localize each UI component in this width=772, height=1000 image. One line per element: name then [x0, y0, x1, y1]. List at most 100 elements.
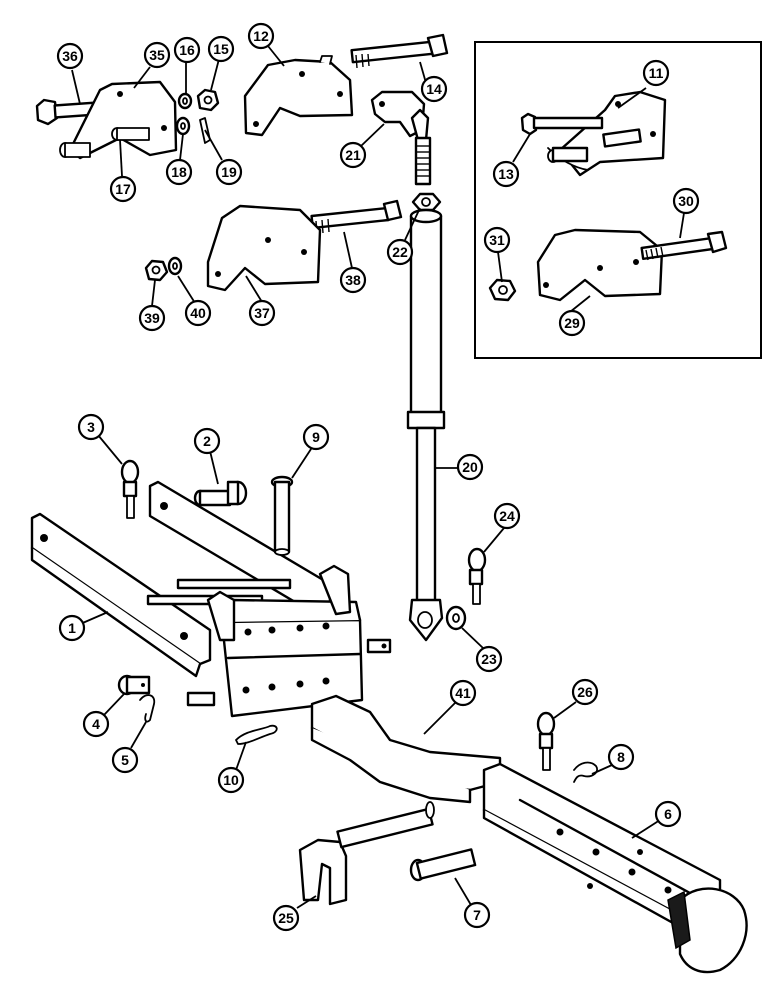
- leader-17: [119, 139, 123, 177]
- svg-text:25: 25: [278, 910, 294, 926]
- leader-18: [179, 133, 184, 161]
- leader-39: [151, 279, 156, 307]
- svg-text:1: 1: [68, 620, 76, 636]
- leader-3: [97, 434, 123, 465]
- leader-23: [461, 627, 484, 649]
- part-12-angle-bracket: [243, 55, 354, 137]
- callout-26: 26: [571, 678, 599, 706]
- part-22-nut: [411, 192, 442, 212]
- svg-text:35: 35: [149, 47, 165, 63]
- svg-text:5: 5: [121, 752, 129, 768]
- leader-lines: [71, 45, 685, 909]
- part-1-drawbar-frame: [30, 480, 392, 718]
- part-9-long-pin: [270, 475, 294, 556]
- svg-text:3: 3: [87, 419, 95, 435]
- part-6-drawbar-tube: [482, 762, 748, 974]
- svg-text:29: 29: [564, 315, 580, 331]
- part-15-nut: [196, 88, 220, 112]
- callout-1: 1: [58, 614, 86, 642]
- part-21-clevis: [370, 90, 432, 186]
- callout-3: 3: [77, 413, 105, 441]
- callout-29: 29: [558, 309, 586, 337]
- svg-text:30: 30: [678, 193, 694, 209]
- leader-26: [553, 701, 577, 719]
- callout-21: 21: [339, 141, 367, 169]
- part-17-stud: [111, 127, 150, 141]
- part-37-angle-bracket: [206, 204, 322, 292]
- callout-19: 19: [215, 158, 243, 186]
- leader-19: [204, 129, 223, 161]
- callout-9: 9: [302, 423, 330, 451]
- part-20-top-link: [406, 208, 446, 642]
- svg-text:14: 14: [426, 81, 442, 97]
- callout-17: 17: [109, 175, 137, 203]
- leader-11: [617, 87, 647, 109]
- callout-15: 15: [207, 35, 235, 63]
- svg-text:10: 10: [223, 772, 239, 788]
- callout-11: 11: [642, 59, 670, 87]
- leader-40: [177, 275, 196, 304]
- leader-25: [296, 895, 317, 909]
- part-26-ring-pin: [536, 711, 556, 771]
- callout-14: 14: [420, 75, 448, 103]
- svg-text:17: 17: [115, 181, 131, 197]
- leader-5: [130, 721, 147, 749]
- callout-4: 4: [82, 710, 110, 738]
- callout-13: 13: [492, 160, 520, 188]
- leader-13: [512, 133, 531, 163]
- callout-40: 40: [184, 299, 212, 327]
- part-29-angle-bracket: [536, 228, 664, 302]
- leader-24: [483, 527, 505, 553]
- part-31-nut: [488, 278, 517, 302]
- callout-7: 7: [463, 901, 491, 929]
- leader-15: [210, 58, 220, 91]
- svg-text:9: 9: [312, 429, 320, 445]
- svg-text:23: 23: [481, 651, 497, 667]
- callout-5: 5: [111, 746, 139, 774]
- svg-text:21: 21: [345, 147, 361, 163]
- part-7-pin: [409, 848, 477, 882]
- callout-35: 35: [143, 41, 171, 69]
- part-13-bolt: [520, 112, 642, 163]
- svg-text:15: 15: [213, 41, 229, 57]
- svg-text:26: 26: [577, 684, 593, 700]
- part-40-washer: [167, 256, 183, 276]
- callout-39: 39: [138, 304, 166, 332]
- svg-text:37: 37: [254, 305, 270, 321]
- svg-text:20: 20: [462, 459, 478, 475]
- part-30-bolt: [640, 230, 728, 261]
- svg-text:11: 11: [649, 65, 664, 81]
- leader-21: [360, 123, 385, 147]
- callout-23: 23: [475, 645, 503, 673]
- callout-31: 31: [483, 226, 511, 254]
- callout-24: 24: [493, 502, 521, 530]
- svg-text:12: 12: [253, 28, 269, 44]
- callout-38: 38: [339, 266, 367, 294]
- part-5-r-clip: [139, 694, 156, 723]
- callout-20: 20: [456, 453, 484, 481]
- leader-22: [404, 207, 421, 241]
- callout-25: 25: [272, 904, 300, 932]
- leader-6: [631, 819, 661, 839]
- svg-text:18: 18: [171, 164, 187, 180]
- leader-12: [267, 45, 285, 67]
- part-10-r-clip: [235, 724, 278, 745]
- callout-41: 41: [449, 679, 477, 707]
- leader-2: [209, 450, 219, 485]
- svg-text:39: 39: [144, 310, 160, 326]
- svg-text:13: 13: [498, 166, 514, 182]
- leader-35: [133, 66, 151, 89]
- leader-30: [679, 212, 685, 239]
- part-2-pin: [193, 480, 248, 507]
- part-38-bolt: [310, 199, 403, 235]
- callout-6: 6: [654, 800, 682, 828]
- leader-38: [343, 231, 353, 269]
- part-23-washer: [445, 605, 467, 631]
- leader-10: [235, 741, 247, 771]
- leader-29: [569, 295, 591, 313]
- part-18-washer: [175, 116, 191, 136]
- svg-text:16: 16: [179, 42, 195, 58]
- svg-text:7: 7: [473, 907, 481, 923]
- callout-36: 36: [56, 42, 84, 70]
